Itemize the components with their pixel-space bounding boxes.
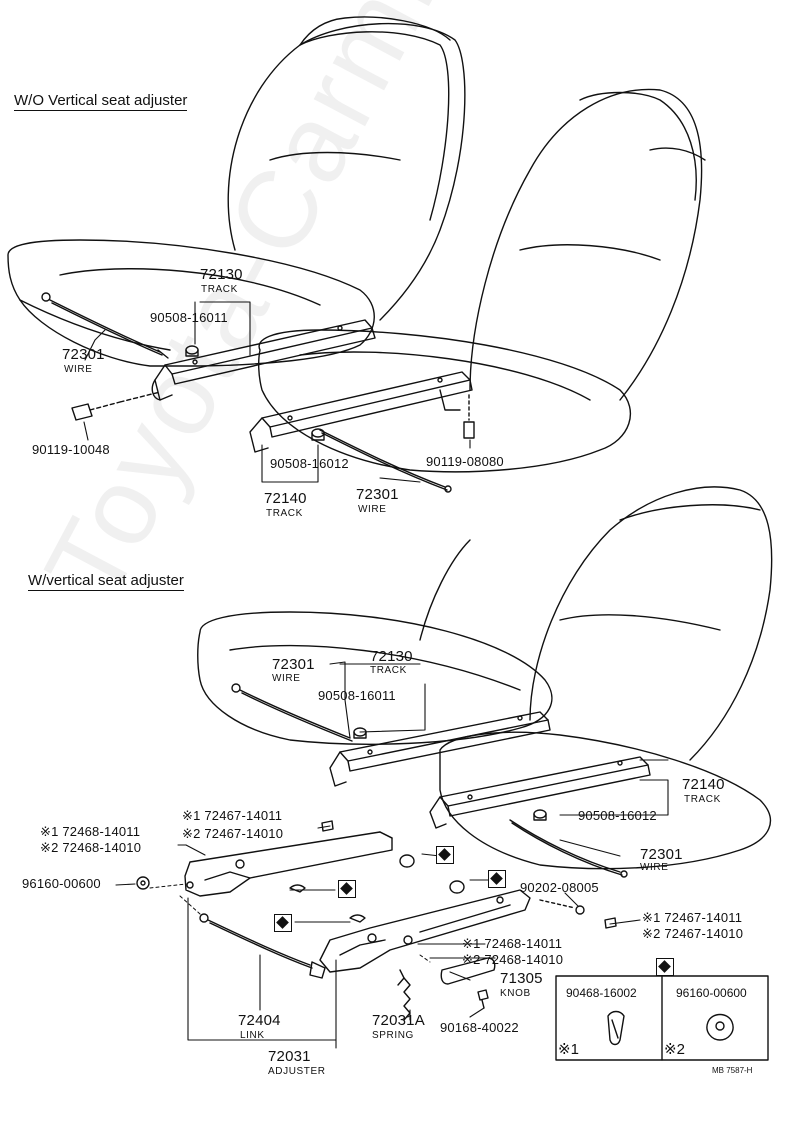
lower-bolt-90508-16011-label: 90508-16011 [318, 688, 396, 703]
lower-wire-72301-bottom-name: WIRE [640, 862, 669, 873]
upper-track-72140-number: 72140 [264, 490, 307, 507]
heading-with-adjuster: W/vertical seat adjuster [28, 572, 184, 591]
upper-leaders [83, 301, 471, 483]
left-callout-1: ※1 72467-14011 [182, 808, 283, 823]
upper-bolt-90508-16012-label: 90508-16012 [270, 456, 349, 471]
upper-right-seat-back [469, 88, 706, 401]
diamond-marker-4 [488, 870, 506, 888]
upper-wire-72301-right-number: 72301 [356, 486, 399, 503]
link-72404-number: 72404 [238, 1012, 281, 1029]
upper-track-72130-name: TRACK [201, 284, 238, 295]
right-callout-1: ※1 72467-14011 [642, 910, 743, 925]
knob-71305-number: 71305 [500, 970, 543, 987]
upper-bolt-90119-08080-label: 90119-08080 [426, 454, 504, 469]
left-callout-4: ※2 72468-14010 [40, 840, 142, 855]
upper-wire-72301-left-name: WIRE [64, 364, 93, 375]
inset-clip-left [607, 1010, 625, 1046]
nut-96160-00600-label: 96160-00600 [22, 876, 101, 891]
inset-right-mark: ※2 [664, 1041, 685, 1058]
diamond-marker-inset [656, 958, 674, 976]
inset-left-part-label: 90468-16002 [566, 986, 637, 1000]
footer-code: MB 7587-H [712, 1066, 753, 1075]
adjuster-bolt-90202 [539, 899, 585, 915]
lower-track-72140-number: 72140 [682, 776, 725, 793]
adjuster-clip-top [321, 820, 334, 832]
upper-bolt-90119-10048-label: 90119-10048 [32, 442, 110, 457]
lower-right-track [429, 756, 651, 829]
adjuster-72031-name: ADJUSTER [268, 1066, 326, 1077]
adjuster-bushing-2 [449, 880, 465, 894]
diamond-marker-1 [338, 880, 356, 898]
adjuster-knob [440, 957, 496, 985]
lower-wire-72301-bottom-number: 72301 [640, 846, 683, 863]
lower-nut-90508-16011 [353, 727, 367, 739]
inset-box-frame [555, 975, 769, 1061]
lower-seat-cushion [197, 611, 553, 745]
upper-nut-90508-16011 [185, 345, 199, 357]
inset-left-mark: ※1 [558, 1041, 579, 1058]
upper-bolt-90508-16011-label: 90508-16011 [150, 310, 228, 325]
screw-90168-40022-label: 90168-40022 [440, 1020, 519, 1035]
upper-wire-72301-right-name: WIRE [358, 504, 387, 515]
mid-callout-2: ※2 72468-14010 [462, 952, 564, 967]
lower-leaders [115, 661, 669, 1049]
bolt-90202-08005-label: 90202-08005 [520, 880, 599, 895]
lower-track-72130-name: TRACK [370, 665, 407, 676]
inset-right-part-label: 96160-00600 [676, 986, 747, 1000]
lower-track-72140-name: TRACK [684, 794, 721, 805]
upper-right-track [249, 371, 473, 453]
link-72404-name: LINK [240, 1030, 265, 1041]
right-callout-2: ※2 72467-14010 [642, 926, 744, 941]
upper-track-72140-name: TRACK [266, 508, 303, 519]
left-callout-2: ※2 72467-14010 [182, 826, 284, 841]
mid-callout-1: ※1 72468-14011 [462, 936, 563, 951]
adjuster-lower-plate [319, 889, 531, 973]
heading-without-adjuster: W/O Vertical seat adjuster [14, 92, 188, 111]
adjuster-upper-plate [184, 831, 393, 897]
upper-track-72130-number: 72130 [200, 266, 243, 283]
upper-wire-72301-left-number: 72301 [62, 346, 105, 363]
adjuster-bushing-1 [399, 854, 415, 868]
adjuster-nut-96160-left [136, 876, 150, 890]
diamond-marker-3 [436, 846, 454, 864]
lower-right-cushion [439, 731, 771, 870]
inset-nut-right [706, 1013, 734, 1041]
adjuster-clip-mid1 [289, 884, 306, 893]
upper-bolt-90119-08080 [463, 394, 475, 439]
spring-72031A-number: 72031A [372, 1012, 425, 1029]
adjuster-clip-right [604, 917, 617, 929]
lower-seat-back [419, 486, 773, 761]
left-callout-3: ※1 72468-14011 [40, 824, 141, 839]
adjuster-screw-90168 [477, 989, 489, 1009]
lower-nut-90508-16012 [533, 809, 547, 821]
diamond-marker-2 [274, 914, 292, 932]
upper-left-wire [41, 292, 169, 359]
upper-left-seat-cushion [7, 239, 375, 367]
knob-71305-name: KNOB [500, 988, 531, 999]
upper-nut-90508-16012 [311, 428, 325, 441]
lower-wire-72301-top-number: 72301 [272, 656, 315, 673]
lower-top-wire [231, 683, 353, 742]
spring-72031A-name: SPRING [372, 1030, 414, 1041]
lower-left-track [329, 711, 551, 787]
adjuster-clip-mid2 [349, 914, 366, 923]
adjuster-dashed-lines [149, 883, 431, 963]
upper-right-wire [319, 429, 452, 493]
lower-bolt-90508-16012-label: 90508-16012 [578, 808, 657, 823]
lower-track-72130-number: 72130 [370, 648, 413, 665]
adjuster-link-rod [199, 913, 326, 979]
upper-left-track [151, 319, 376, 401]
lower-bottom-wire [509, 819, 628, 878]
adjuster-spring [397, 969, 411, 1021]
adjuster-72031-number: 72031 [268, 1048, 311, 1065]
upper-left-seat-back [227, 16, 466, 321]
upper-bolt-90119-10048 [71, 391, 161, 421]
lower-wire-72301-top-name: WIRE [272, 673, 301, 684]
